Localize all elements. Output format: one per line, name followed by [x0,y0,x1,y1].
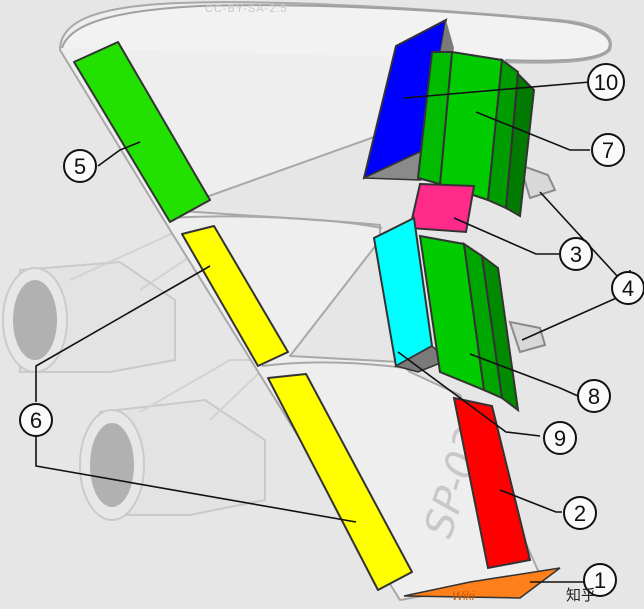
svg-text:5: 5 [74,154,86,179]
svg-text:4: 4 [622,276,634,301]
callout-8: 8 [577,379,611,413]
callout-3: 3 [559,237,593,271]
license-watermark: CC-BY-SA-2.5 [205,3,288,15]
callout-6: 6 [19,403,53,437]
svg-text:9: 9 [554,426,566,451]
svg-text:10: 10 [594,70,618,95]
svg-text:3: 3 [570,242,582,267]
svg-text:8: 8 [588,384,600,409]
callout-9: 9 [543,421,577,455]
callout-5: 5 [63,149,97,183]
svg-text:1: 1 [594,568,606,593]
svg-text:6: 6 [30,408,42,433]
callout-4: 4 [611,271,644,305]
callout-1: 1 [583,563,617,597]
trim-panel [408,182,476,234]
leading-edge-krueger-flap [73,41,211,223]
wingtip-tab [403,567,561,599]
trailing-watermark: Wiki [452,589,475,603]
corner-watermark: 知乎 [566,586,596,604]
outboard-spoilers [416,50,536,218]
inboard-flap [372,216,450,373]
leading-edge-slat-outer [181,225,289,367]
callout-10: 10 [587,63,625,101]
svg-text:7: 7 [602,138,614,163]
svg-text:2: 2 [574,501,586,526]
callout-2: 2 [563,496,597,530]
aileron [452,396,532,570]
inboard-spoilers [418,234,520,413]
engine-outer [2,260,176,373]
callout-7: 7 [591,133,625,167]
leader-lines [35,81,631,583]
